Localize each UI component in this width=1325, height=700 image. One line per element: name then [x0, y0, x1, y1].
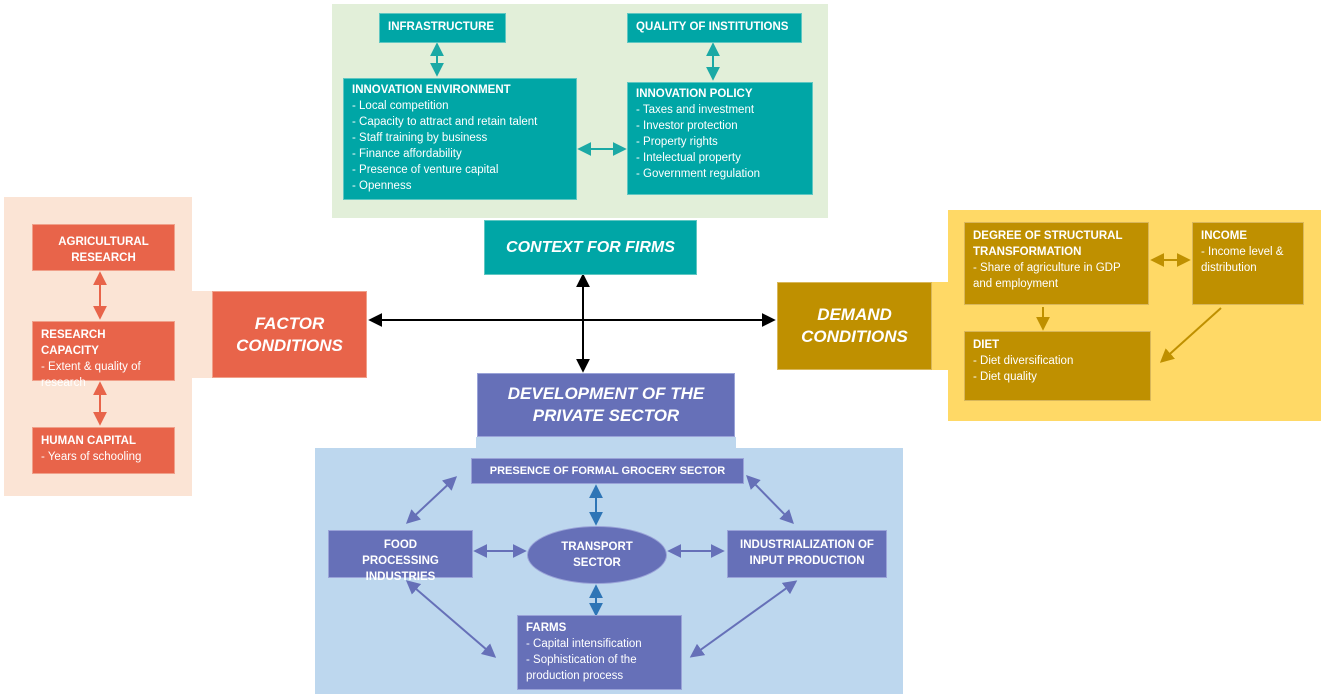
research-capacity-box: RESEARCH CAPACITY - Extent & quality of … [32, 321, 175, 389]
innovation-environment-item: - Finance affordability [352, 148, 462, 160]
arrow-grocery-industrial [746, 474, 794, 525]
human-capital-box: HUMAN CAPITAL - Years of schooling [32, 427, 175, 474]
quality-institutions-box: QUALITY OF INSTITUTIONS [627, 13, 802, 43]
structural-transformation-title: DEGREE OF STRUCTURAL TRANSFORMATION [973, 230, 1123, 258]
factor-conditions-label: FACTOR CONDITIONS [236, 313, 343, 355]
context-for-firms-hub: CONTEXT FOR FIRMS [484, 220, 697, 275]
industrialization-title: INDUSTRIALIZATION OF INPUT PRODUCTION [740, 539, 874, 567]
innovation-environment-title: INNOVATION ENVIRONMENT [352, 84, 511, 96]
arrow-income-diet [1159, 307, 1222, 363]
innovation-policy-item: - Intelectual property [636, 152, 741, 164]
factor-panel-extension [192, 291, 212, 378]
innovation-environment-item: - Staff training by business [352, 132, 488, 144]
diet-item: - Diet diversification [973, 355, 1074, 367]
income-box: INCOME - Income level & distribution [1192, 222, 1304, 305]
food-processing-title: FOOD PROCESSING INDUSTRIES [362, 539, 439, 583]
innovation-policy-box: INNOVATION POLICY - Taxes and investment… [627, 82, 813, 195]
farms-item: - Sophistication of the production proce… [526, 654, 637, 682]
farms-box: FARMS - Capital intensification - Sophis… [517, 615, 682, 690]
private-sector-hub: DEVELOPMENT OF THE PRIVATE SECTOR [477, 373, 735, 437]
structural-transformation-item: - Share of agriculture in GDP and employ… [973, 262, 1121, 290]
private-panel-extension [476, 437, 736, 448]
arrow-grocery-food [405, 476, 458, 524]
diet-box: DIET - Diet diversification - Diet quali… [964, 331, 1151, 401]
innovation-environment-item: - Presence of venture capital [352, 164, 499, 176]
food-processing-box: FOOD PROCESSING INDUSTRIES [328, 530, 473, 583]
demand-conditions-hub: DEMAND CONDITIONS [777, 282, 932, 370]
structural-transformation-box: DEGREE OF STRUCTURAL TRANSFORMATION - Sh… [964, 222, 1149, 305]
private-sector-label: DEVELOPMENT OF THE PRIVATE SECTOR [507, 384, 705, 425]
innovation-policy-item: - Taxes and investment [636, 104, 755, 116]
infrastructure-title: INFRASTRUCTURE [388, 21, 495, 33]
income-item: - Income level & distribution [1201, 246, 1284, 274]
agricultural-research-box: AGRICULTURAL RESEARCH [32, 224, 175, 271]
agricultural-research-title: AGRICULTURAL RESEARCH [58, 236, 149, 264]
innovation-environment-item: - Openness [352, 180, 412, 192]
diet-title: DIET [973, 339, 1000, 351]
industrialization-box: INDUSTRIALIZATION OF INPUT PRODUCTION [727, 530, 887, 578]
innovation-environment-item: - Local competition [352, 100, 449, 112]
grocery-sector-title: PRESENCE OF FORMAL GROCERY SECTOR [489, 465, 726, 477]
research-capacity-title: RESEARCH CAPACITY [41, 329, 106, 357]
research-capacity-item: - Extent & quality of research [41, 361, 141, 389]
farms-title: FARMS [526, 622, 567, 634]
human-capital-item: - Years of schooling [41, 451, 142, 463]
transport-sector-label: TRANSPORT SECTOR [561, 541, 633, 569]
innovation-policy-item: - Investor protection [636, 120, 738, 132]
human-capital-title: HUMAN CAPITAL [41, 435, 136, 447]
context-for-firms-label: CONTEXT FOR FIRMS [506, 238, 675, 256]
demand-conditions-label: DEMAND CONDITIONS [801, 305, 908, 346]
grocery-sector-box: PRESENCE OF FORMAL GROCERY SECTOR [471, 458, 744, 484]
income-title: INCOME [1201, 230, 1247, 242]
innovation-policy-title: INNOVATION POLICY [636, 88, 753, 100]
innovation-policy-item: - Government regulation [636, 168, 761, 180]
innovation-environment-item: - Capacity to attract and retain talent [352, 116, 538, 128]
factor-conditions-hub: FACTOR CONDITIONS [212, 291, 367, 378]
quality-institutions-title: QUALITY OF INSTITUTIONS [636, 21, 789, 33]
innovation-policy-item: - Property rights [636, 136, 718, 148]
arrow-food-farms [405, 580, 497, 658]
diet-item: - Diet quality [973, 371, 1037, 383]
demand-panel-extension [928, 282, 948, 370]
farms-item: - Capital intensification [526, 638, 642, 650]
infrastructure-box: INFRASTRUCTURE [379, 13, 506, 43]
arrow-industrial-farms [689, 580, 798, 658]
innovation-environment-box: INNOVATION ENVIRONMENT - Local competiti… [343, 78, 577, 200]
transport-sector-ellipse: TRANSPORT SECTOR [527, 526, 667, 584]
